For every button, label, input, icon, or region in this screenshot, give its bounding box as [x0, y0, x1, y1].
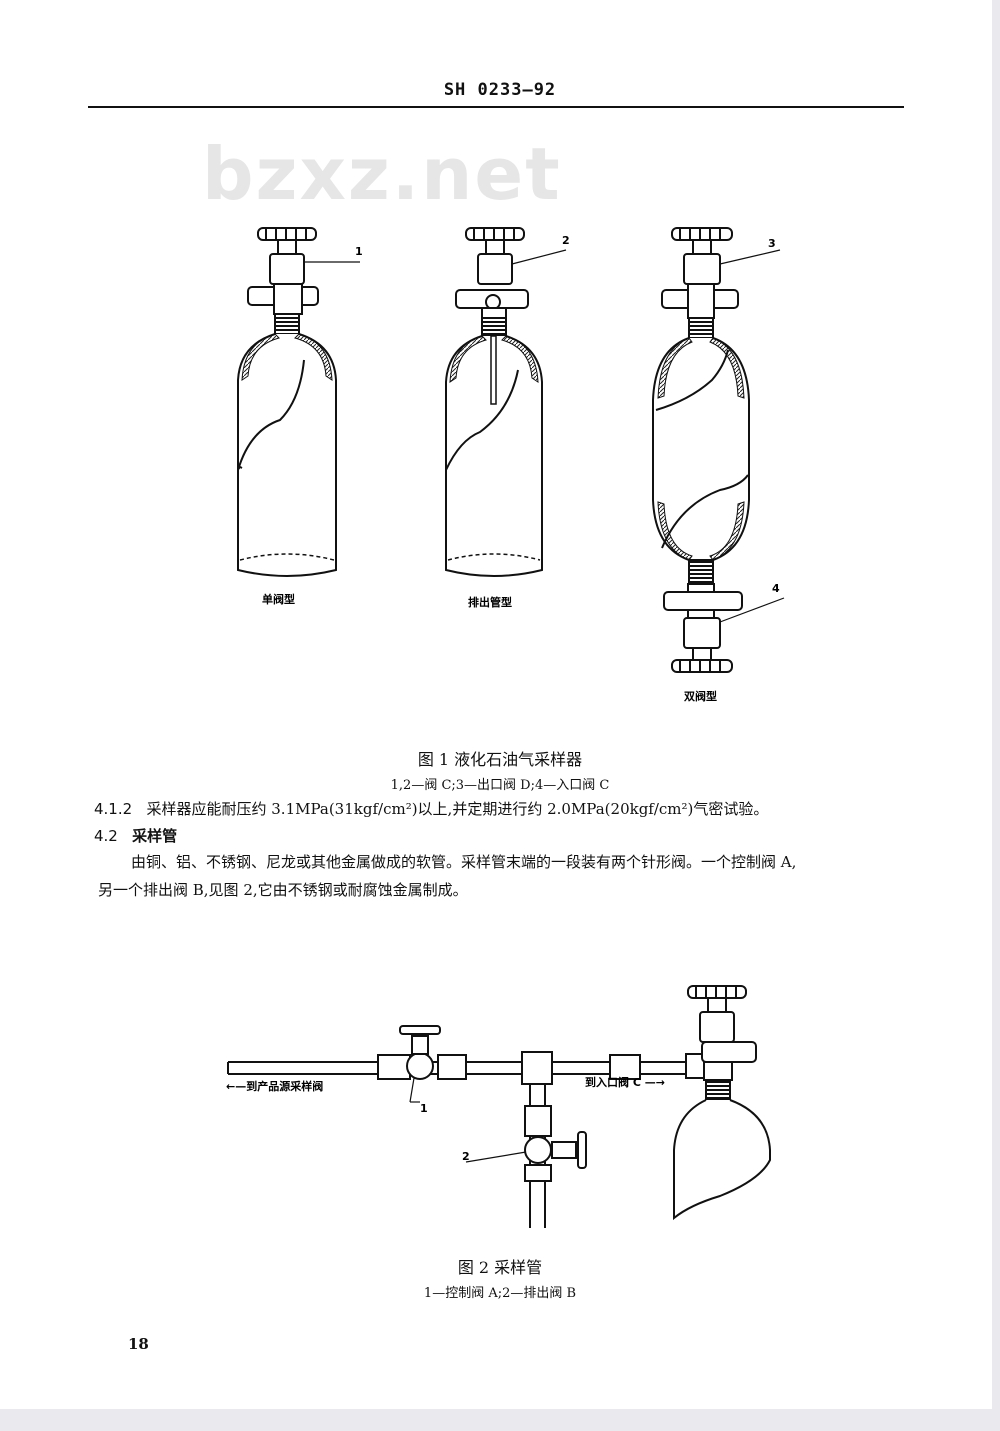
- figure-1-drawing: 1 2 3 4 单阀型 排出管型 双阀型: [237, 227, 785, 703]
- standard-code: SH 0233—92: [443, 80, 557, 100]
- section-number: 4.2: [94, 827, 118, 845]
- discharge-tube-sampler: [445, 227, 567, 577]
- callout-2: 2: [562, 234, 570, 247]
- page-number: 18: [128, 1335, 149, 1353]
- watermark: bzxz.net: [202, 132, 562, 216]
- callout-1: 1: [420, 1102, 428, 1115]
- callout-1: 1: [355, 245, 363, 258]
- paragraph-4-2-line-1: 由铜、铝、不锈钢、尼龙或其他金属做成的软管。采样管末端的一段装有两个针形阀。一个…: [131, 853, 797, 871]
- page-bottom-edge: [0, 1409, 1000, 1431]
- double-valve-sampler: [652, 227, 785, 673]
- callout-4: 4: [772, 582, 780, 595]
- label-double-valve: 双阀型: [684, 689, 717, 703]
- figure-2-legend: 1—控制阀 A;2—排出阀 B: [423, 1286, 577, 1301]
- figure-2-drawing: ←—到产品源采样阀 到入口阀 C —→ 1 2: [226, 985, 771, 1228]
- paragraph-4-1-2: 4.1.2 采样器应能耐压约 3.1MPa(31kgf/cm²)以上,并定期进行…: [94, 799, 768, 819]
- label-discharge-tube: 排出管型: [468, 595, 512, 609]
- single-valve-sampler: [237, 227, 360, 577]
- figure-2-title: 图 2 采样管: [457, 1258, 543, 1277]
- callout-3: 3: [768, 237, 776, 250]
- paragraph-4-2-line-2: 另一个排出阀 B,见图 2,它由不锈钢或耐腐蚀金属制成。: [98, 881, 468, 899]
- label-to-source-valve: ←—到产品源采样阀: [226, 1079, 323, 1093]
- page-edge: [992, 0, 1000, 1431]
- section-number: 4.1.2: [94, 800, 133, 818]
- control-valve-a: [399, 1025, 441, 1080]
- section-title: 采样管: [132, 827, 178, 845]
- label-single-valve: 单阀型: [262, 592, 295, 606]
- label-to-inlet-valve-c: 到入口阀 C —→: [585, 1075, 665, 1089]
- callout-2: 2: [462, 1150, 470, 1163]
- figure-1-title: 图 1 液化石油气采样器: [417, 750, 583, 769]
- figure-1-legend: 1,2—阀 C;3—出口阀 D;4—入口阀 C: [390, 778, 610, 793]
- header-rule: [88, 106, 904, 108]
- section-4-2-heading: 4.2 采样管: [94, 826, 177, 846]
- discharge-valve-b: [524, 1131, 587, 1182]
- paragraph-text: 采样器应能耐压约 3.1MPa(31kgf/cm²)以上,并定期进行约 2.0M…: [146, 800, 769, 818]
